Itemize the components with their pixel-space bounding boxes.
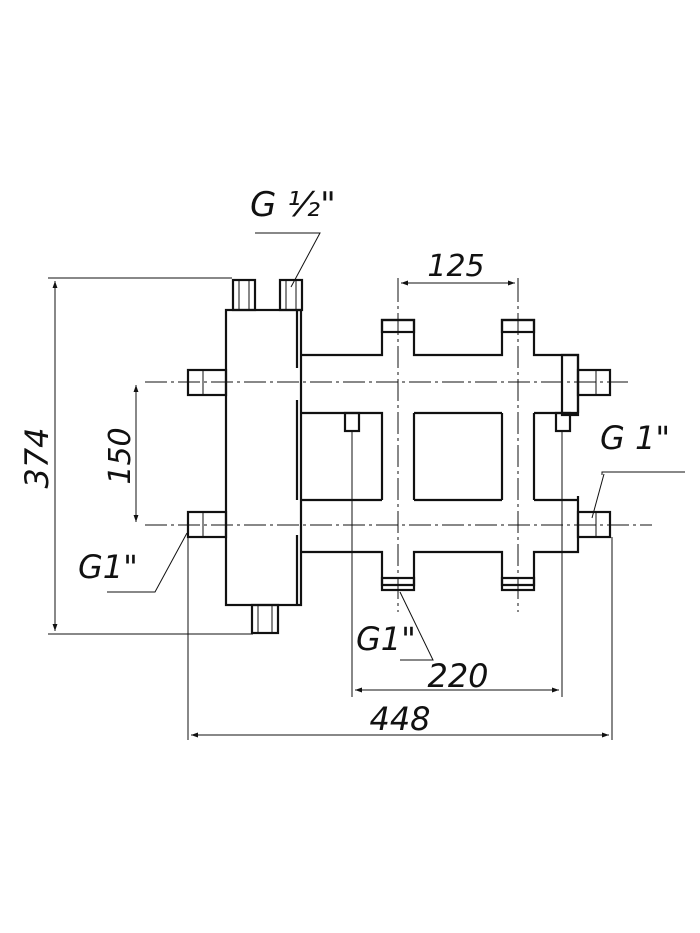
manifold-outline: [186, 278, 612, 635]
label-220: 220: [427, 657, 488, 695]
label-g1-bottom: G1": [356, 620, 416, 658]
manifold-lower-contour: [301, 496, 580, 587]
label-g-half: G ½": [250, 185, 336, 225]
separator-body: [224, 308, 303, 607]
leader-lines: [107, 232, 685, 661]
right-upper-boss: [560, 353, 580, 417]
center-lines: [145, 280, 652, 612]
sensor-socket-right: [554, 411, 572, 433]
label-448: 448: [369, 700, 430, 738]
label-g1-right: G 1": [600, 419, 670, 457]
label-374: 374: [18, 427, 56, 488]
bottom-drain-nipple: [250, 603, 280, 635]
dimension-labels: 125 374 150 220 448: [18, 249, 489, 738]
top-nipple-right: [278, 278, 304, 312]
label-150: 150: [103, 427, 138, 484]
sensor-socket-left: [343, 411, 361, 433]
label-g1-left: G1": [78, 548, 138, 586]
thread-labels: G ½" G 1" G1" G1": [78, 185, 670, 658]
manifold-upper-contour: [301, 318, 580, 413]
manifold-upper-chamber: [301, 411, 384, 500]
dimension-lines: [48, 277, 613, 740]
label-125: 125: [427, 249, 484, 284]
top-nipple-left: [231, 278, 257, 312]
